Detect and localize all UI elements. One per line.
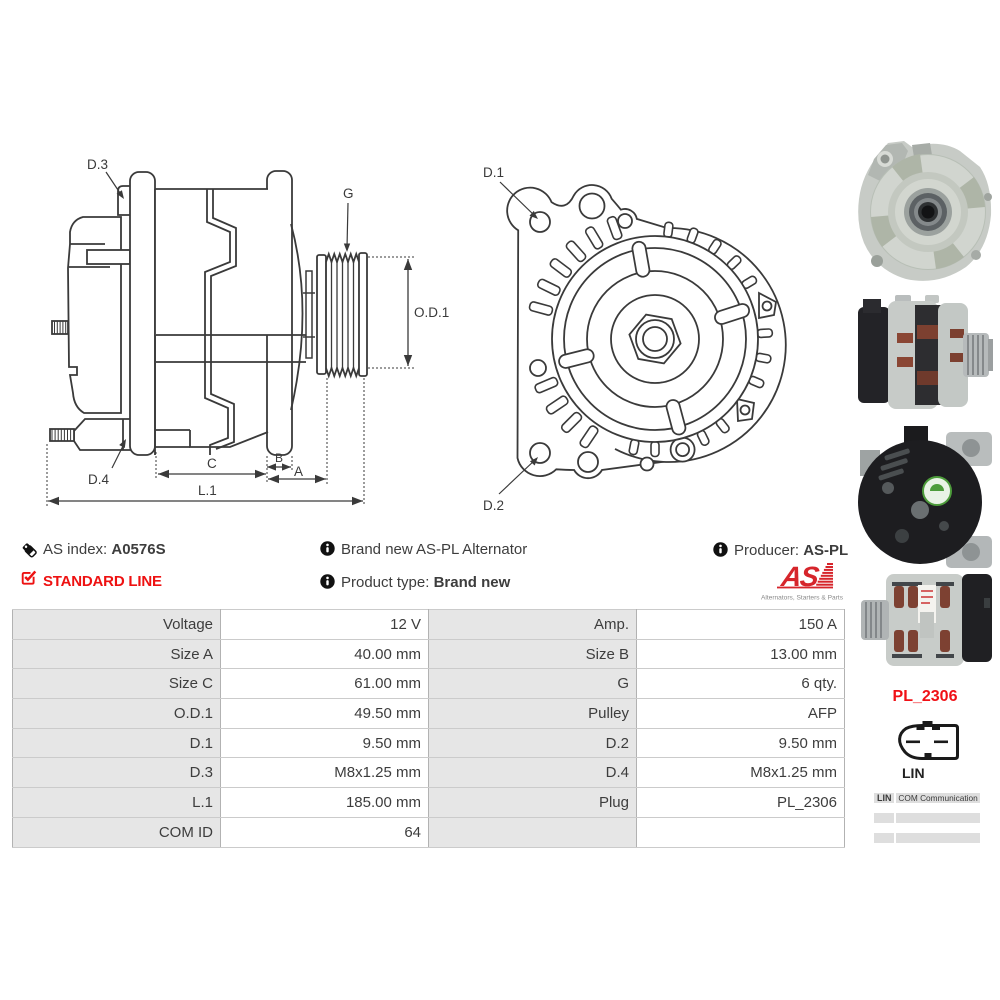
svg-text:C: C bbox=[207, 456, 217, 471]
svg-text:L.1: L.1 bbox=[198, 483, 217, 498]
svg-text:D.1: D.1 bbox=[483, 165, 504, 180]
svg-text:D.3: D.3 bbox=[87, 157, 108, 172]
svg-text:O.D.1: O.D.1 bbox=[414, 305, 449, 320]
svg-text:D.2: D.2 bbox=[483, 498, 504, 513]
svg-text:B: B bbox=[275, 451, 283, 465]
svg-text:Alternators, Starters & Parts: Alternators, Starters & Parts bbox=[761, 595, 844, 602]
svg-text:A: A bbox=[294, 464, 303, 479]
svg-text:D.4: D.4 bbox=[88, 472, 110, 487]
svg-text:G: G bbox=[343, 186, 354, 201]
